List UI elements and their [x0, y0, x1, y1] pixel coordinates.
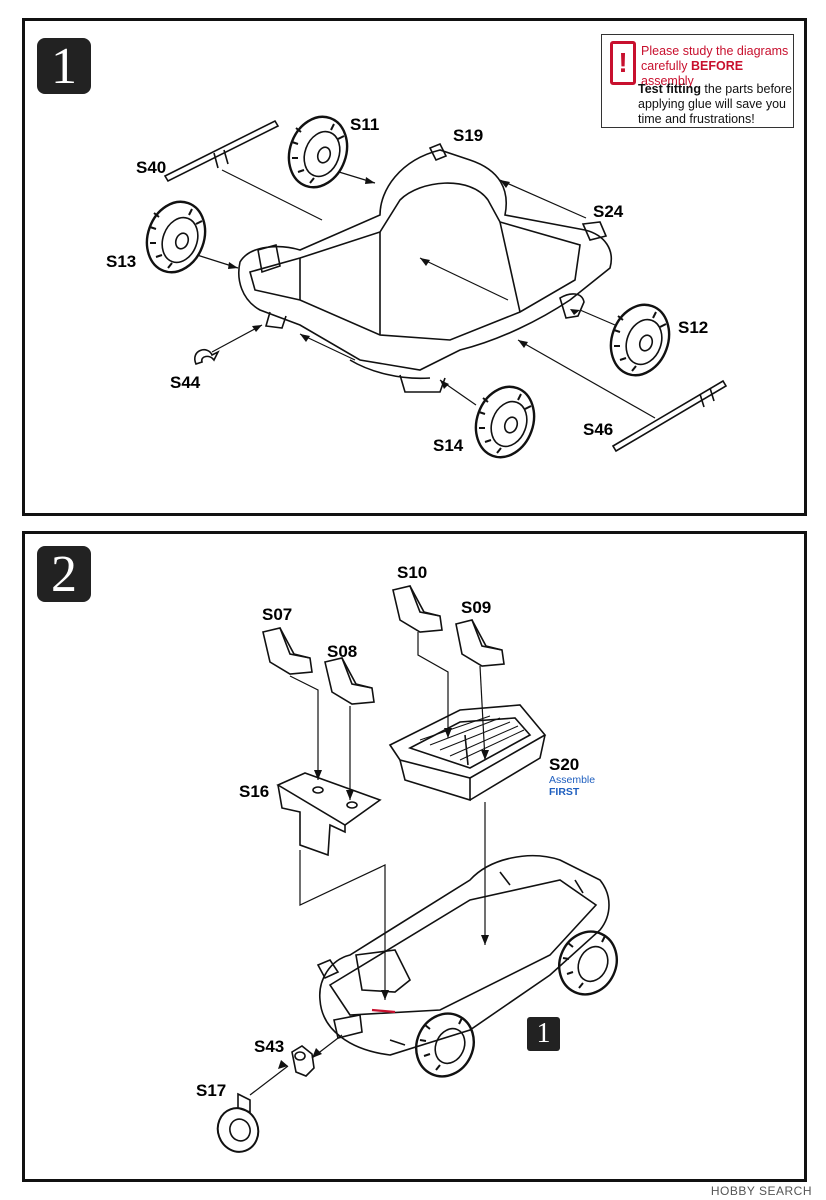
part-s07-seat	[262, 627, 313, 675]
label-s40: S40	[136, 158, 167, 177]
warning-icon: !	[610, 41, 636, 85]
panel1-guide-lines	[196, 169, 656, 419]
part-s40-axle	[163, 119, 280, 183]
step-2-panel	[22, 531, 807, 1182]
label-s24: S24	[593, 202, 624, 221]
label-s16: S16	[239, 782, 270, 801]
part-s08-seat	[324, 657, 375, 705]
ref-step-1-badge: 1	[527, 1017, 560, 1051]
label-s10: S10	[397, 563, 428, 582]
part-s44-hook	[194, 348, 220, 365]
label-s44: S44	[170, 373, 201, 392]
label-s09: S09	[461, 598, 492, 617]
warning-text-line2: Test fitting the parts before applying g…	[638, 82, 792, 126]
label-s20: S20	[549, 755, 580, 774]
part-s19-hull	[238, 142, 612, 393]
part-hull-assembly	[316, 854, 610, 1056]
label-s08: S08	[327, 642, 358, 661]
label-s12: S12	[678, 318, 709, 337]
label-s43: S43	[254, 1037, 285, 1056]
hull-wheel-front	[558, 930, 618, 996]
part-s09-seat	[455, 619, 505, 667]
label-s13: S13	[106, 252, 137, 271]
panel2-arrowheads	[278, 728, 489, 1069]
watermark: HOBBY SEARCH	[710, 1184, 812, 1198]
label-s17: S17	[196, 1081, 227, 1100]
label-s07: S07	[262, 605, 293, 624]
s20-assemble-note: Assemble FIRST	[549, 774, 596, 798]
label-s11: S11	[350, 115, 380, 134]
part-s12-wheel	[609, 303, 671, 377]
step-2-badge: 2	[37, 546, 91, 603]
assembly-warning-note: ! Please study the diagrams carefully BE…	[601, 34, 794, 128]
part-s14-wheel	[474, 385, 536, 459]
panel1-arrowheads	[228, 177, 580, 389]
part-s13-wheel	[145, 200, 207, 274]
label-s46: S46	[583, 420, 614, 439]
part-s20-floor-tray	[388, 704, 547, 802]
label-s19: S19	[453, 126, 484, 145]
part-s17-mount	[216, 1092, 260, 1153]
part-s10-seat	[392, 585, 443, 633]
part-s46-axle	[611, 379, 728, 453]
warning-text-line1: Please study the diagrams carefully BEFO…	[641, 44, 789, 88]
step-1-badge: 1	[37, 38, 91, 95]
hull-wheel-rear	[415, 1012, 475, 1078]
part-s16-panel	[276, 772, 382, 857]
part-s43-bracket	[291, 1045, 315, 1077]
part-s11-wheel	[287, 115, 349, 189]
panel2-guide-lines	[249, 632, 486, 1096]
label-s14: S14	[433, 436, 464, 455]
